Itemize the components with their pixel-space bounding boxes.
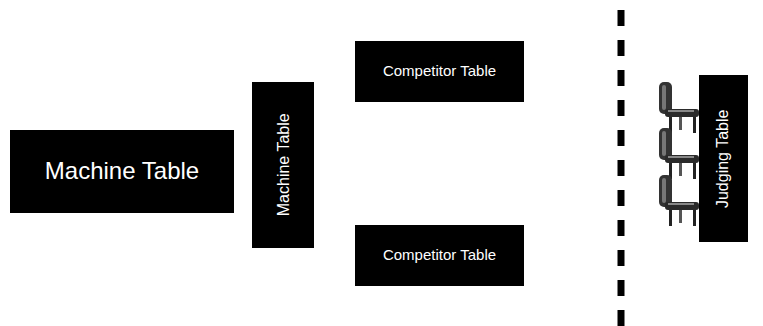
chair-icons — [659, 82, 699, 226]
chair-icon — [659, 82, 699, 133]
dashed-divider — [618, 10, 625, 326]
competitor-table: Competitor Table — [355, 225, 524, 286]
table-label: Machine Table — [45, 158, 199, 184]
machine-table: Machine Table — [252, 82, 314, 248]
table-label: Competitor Table — [383, 247, 496, 264]
table-label: Judging Table — [715, 109, 733, 207]
table-label: Competitor Table — [383, 63, 496, 80]
chair-icon — [659, 128, 699, 179]
machine-table: Machine Table — [10, 130, 234, 213]
competitor-table: Competitor Table — [355, 41, 524, 102]
table-label: Machine Table — [274, 114, 292, 217]
chair-icon — [659, 175, 699, 226]
judging-table: Judging Table — [699, 75, 748, 242]
